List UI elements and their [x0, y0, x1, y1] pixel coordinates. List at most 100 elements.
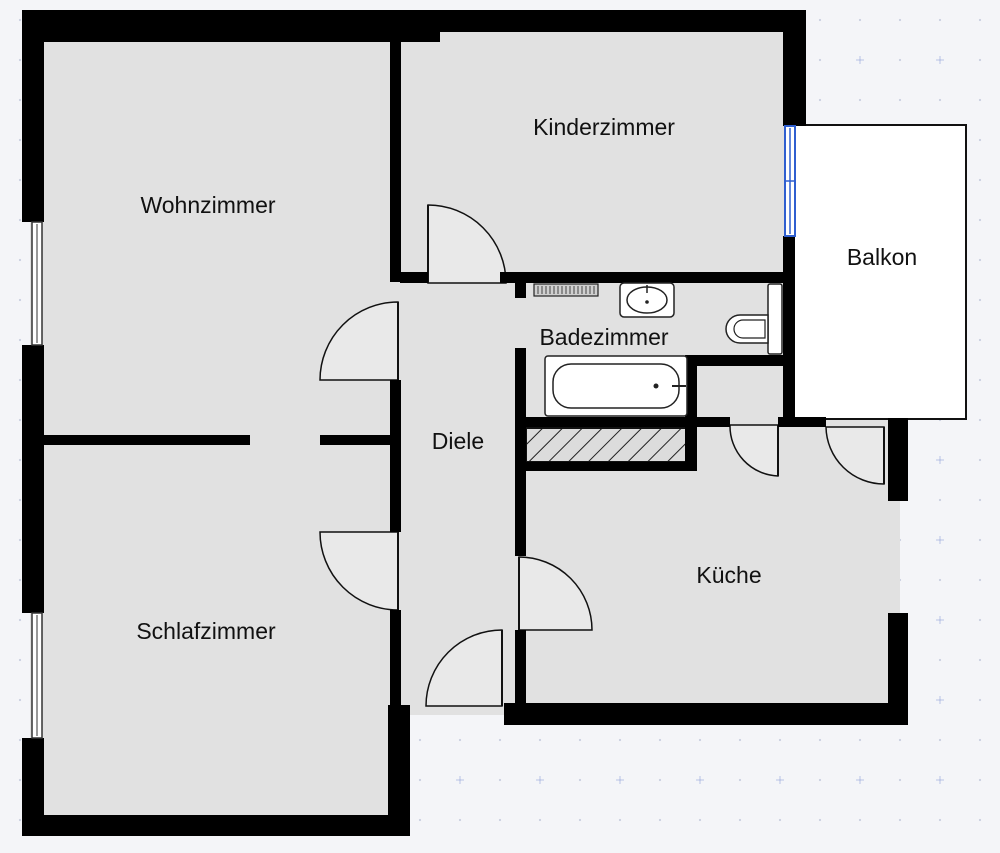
room-labels: Wohnzimmer Kinderzimmer Balkon Badezimme…	[136, 114, 917, 644]
room-label-diele: Diele	[432, 428, 484, 454]
grid-cross	[936, 616, 944, 624]
grid-dot	[898, 778, 902, 782]
room-label-kueche: Küche	[696, 562, 761, 588]
grid-dot	[938, 738, 942, 742]
grid-dot	[978, 298, 982, 302]
grid-dot	[978, 378, 982, 382]
grid-dot	[938, 18, 942, 22]
grid-dot	[18, 778, 22, 782]
walls	[22, 10, 908, 836]
grid-dot	[818, 18, 822, 22]
grid-dot	[498, 778, 502, 782]
door-swing-icon	[319, 531, 399, 611]
grid-dot	[418, 818, 422, 822]
grid-dot	[618, 738, 622, 742]
windows	[31, 125, 796, 739]
grid-dot	[978, 178, 982, 182]
grid-dot	[18, 658, 22, 662]
grid-dot	[658, 738, 662, 742]
grid-cross	[856, 56, 864, 64]
window-icon	[31, 221, 43, 346]
grid-dot	[578, 778, 582, 782]
grid-dot	[978, 218, 982, 222]
grid-dot	[978, 658, 982, 662]
grid-dot	[698, 818, 702, 822]
grid-dot	[978, 338, 982, 342]
grid-dot	[858, 818, 862, 822]
grid-dot	[898, 738, 902, 742]
grid-dot	[18, 738, 22, 742]
grid-dot	[938, 498, 942, 502]
grid-dot	[898, 818, 902, 822]
grid-cross	[936, 776, 944, 784]
grid-dot	[858, 98, 862, 102]
grid-dot	[978, 738, 982, 742]
grid-dot	[778, 738, 782, 742]
grid-dot	[18, 98, 22, 102]
grid-dot	[18, 458, 22, 462]
room-label-kinderzimmer: Kinderzimmer	[533, 114, 675, 140]
room-label-balkon: Balkon	[847, 244, 917, 270]
grid-dot	[898, 18, 902, 22]
grid-dot	[978, 818, 982, 822]
grid-cross	[776, 776, 784, 784]
grid-dot	[978, 578, 982, 582]
grid-dot	[978, 98, 982, 102]
grid-dot	[578, 738, 582, 742]
grid-dot	[498, 818, 502, 822]
door-swing-icon	[319, 301, 399, 381]
grid-dot	[818, 818, 822, 822]
grid-dot	[18, 698, 22, 702]
grid-dot	[18, 578, 22, 582]
grid-dot	[738, 738, 742, 742]
room-label-wohnzimmer: Wohnzimmer	[140, 192, 275, 218]
grid-dot	[818, 738, 822, 742]
grid-dot	[818, 98, 822, 102]
grid-dot	[658, 778, 662, 782]
balcony-floor	[792, 124, 967, 420]
grid-dot	[18, 178, 22, 182]
grid-dot	[18, 818, 22, 822]
grid-dot	[818, 778, 822, 782]
toilet-icon	[725, 283, 783, 355]
grid-dot	[578, 818, 582, 822]
grid-cross	[456, 776, 464, 784]
grid-dot	[818, 58, 822, 62]
grid-dot	[18, 618, 22, 622]
grid-dot	[978, 778, 982, 782]
grid-dot	[858, 738, 862, 742]
grid-dot	[738, 818, 742, 822]
grid-dot	[978, 58, 982, 62]
grid-cross	[936, 536, 944, 544]
floor-areas	[30, 22, 967, 830]
grid-dot	[778, 818, 782, 822]
grid-dot	[458, 738, 462, 742]
sink-icon	[619, 282, 675, 318]
grid-dot	[938, 818, 942, 822]
door-swing-icon	[425, 629, 503, 707]
door-swing-icon	[825, 426, 885, 485]
grid-dot	[978, 618, 982, 622]
grid-dot	[698, 738, 702, 742]
grid-dot	[978, 538, 982, 542]
grid-dot	[18, 218, 22, 222]
grid-dot	[18, 338, 22, 342]
grid-dot	[18, 418, 22, 422]
grid-dot	[538, 818, 542, 822]
grid-cross	[936, 456, 944, 464]
grid-dot	[18, 538, 22, 542]
grid-dot	[938, 578, 942, 582]
door-swing-icon	[518, 556, 593, 631]
grid-dot	[738, 778, 742, 782]
grid-cross	[856, 776, 864, 784]
radiator-icon	[533, 283, 599, 297]
grid-dot	[498, 738, 502, 742]
grid-dot	[618, 818, 622, 822]
grid-dot	[18, 138, 22, 142]
grid-dot	[978, 18, 982, 22]
grid-dot	[18, 498, 22, 502]
grid-cross	[936, 56, 944, 64]
grid-dot	[858, 18, 862, 22]
grid-dot	[978, 418, 982, 422]
grid-dot	[978, 698, 982, 702]
